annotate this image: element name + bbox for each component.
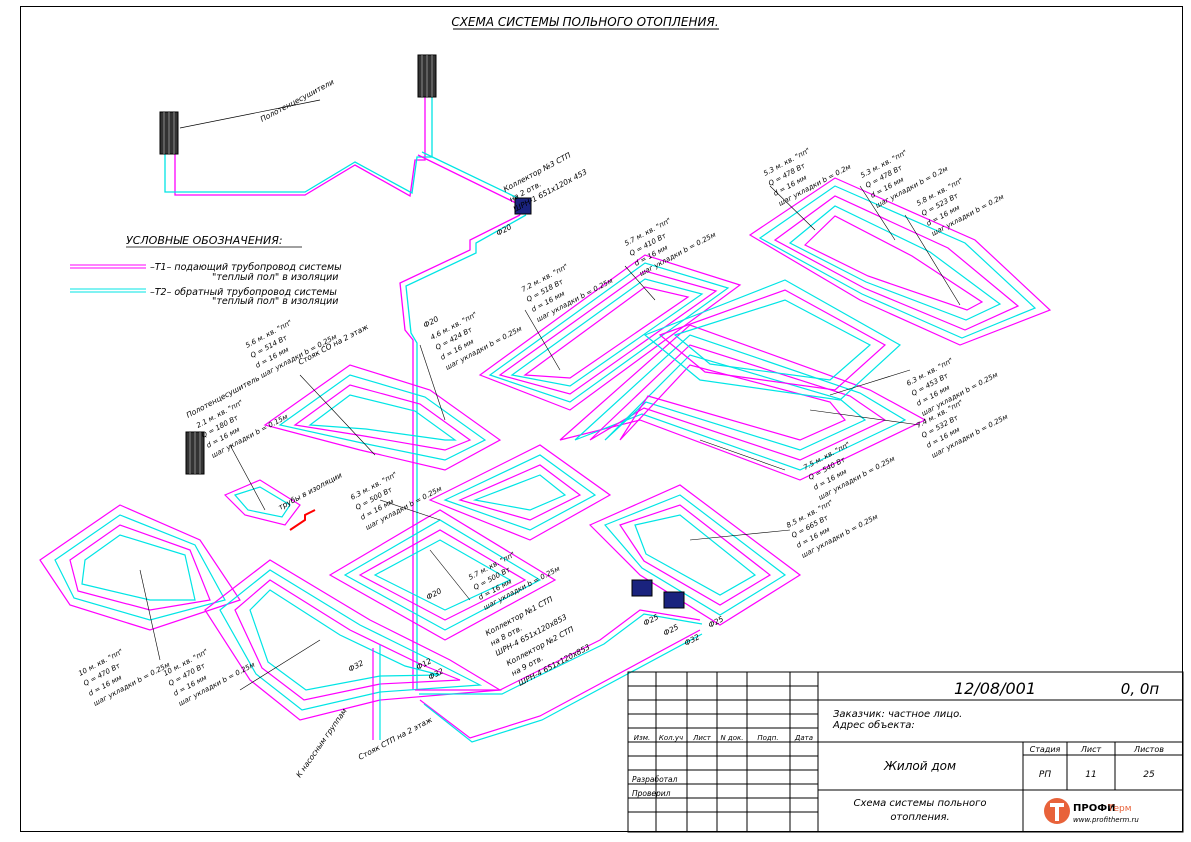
zone-z12: 7.5 м. кв. "пп" Q = 540 Вт d = 16 мм шаг…: [802, 441, 897, 502]
label-riser-bottom: Стояк СТП на 2 этаж: [357, 715, 434, 762]
diameter-d32c: Ф32: [427, 666, 446, 682]
towel-dryer-2: [417, 54, 437, 98]
col-podp: Подп.: [757, 734, 778, 742]
col-kol: Кол.уч: [659, 734, 683, 742]
description-line1: Схема системы польного: [854, 798, 987, 809]
zone-z9: 6.3 м. кв. "пп" Q = 500 Вт d = 16 мм шаг…: [349, 471, 444, 532]
sheet-value: 11: [1085, 770, 1096, 780]
towel-dryer-1: [159, 111, 179, 155]
diameter-d32b: Ф32: [347, 658, 366, 674]
stage-value: РП: [1039, 770, 1051, 780]
zone-z13: 8.5 м. кв. "пп" Q = 665 Вт d = 16 мм шаг…: [785, 499, 880, 560]
zone-z6: 4.6 м. кв. "пп" Q = 424 Вт d = 16 мм шаг…: [429, 311, 524, 372]
towel-dryer-3: [185, 431, 205, 475]
object-name: Жилой дом: [883, 759, 956, 773]
drawing-title: СХЕМА СИСТЕМЫ ПОЛЬНОГО ОТОПЛЕНИЯ.: [451, 15, 718, 29]
collector-3: [514, 197, 532, 215]
stage-header: Стадия: [1030, 745, 1061, 754]
title-block: [627, 671, 1184, 833]
doc-revision: 0, 0п: [1121, 680, 1160, 698]
col-list: Лист: [692, 734, 712, 742]
profitherm-logo: ПРОФИ Терм www.profitherm.ru: [1044, 798, 1139, 824]
legend-supply-line1: –Т1– подающий трубопровод системы: [150, 262, 342, 273]
legend-return-line2: "теплый пол" в изоляции: [212, 296, 338, 307]
diameter-d32a: Ф32: [683, 632, 702, 648]
zone-z16: 10 м. кв. "пп" Q = 470 Вт d = 16 мм шаг …: [162, 648, 257, 708]
sheet-header: Лист: [1080, 745, 1102, 754]
diameter-d20b: Ф20: [422, 314, 441, 330]
legend-return-line1: –Т2– обратный трубопровод системы: [150, 287, 337, 298]
address-text: Адрес объекта:: [832, 719, 915, 731]
customer-text: Заказчик: частное лицо.: [833, 709, 962, 720]
legend-item-return: –Т2– обратный трубопровод системы "теплы…: [70, 287, 338, 307]
legend-title: УСЛОВНЫЕ ОБОЗНАЧЕНИЯ:: [126, 234, 283, 247]
zone-z3: 5.8 м. кв. "пп" Q = 523 Вт d = 16 мм шаг…: [915, 177, 1006, 238]
doc-code: 12/08/001: [954, 679, 1036, 698]
collector-1: [631, 579, 653, 597]
label-pump-group: К насосным группам: [294, 706, 349, 779]
logo-brand: ПРОФИ: [1073, 803, 1116, 814]
col-ndok: N док.: [720, 734, 743, 742]
diameter-d25b: Ф25: [662, 622, 681, 638]
diameter-d20c: Ф20: [425, 586, 444, 602]
zone-callouts: [139, 185, 961, 691]
insulated-pipes-marker: [289, 509, 316, 531]
label-pipes-insulation: трубы в изоляции: [277, 470, 344, 511]
label-towel-dryers-top: Полотенцесушители: [259, 77, 336, 124]
diameter-d20a: Ф20: [495, 222, 514, 238]
sheets-header: Листов: [1133, 745, 1164, 754]
collector-2: [663, 591, 685, 609]
upper-floor-piping: [164, 95, 527, 690]
developed-label: Разработал: [632, 775, 678, 784]
sheets-value: 25: [1143, 770, 1155, 780]
zone-z15: 10 м. кв. "пп" Q = 470 Вт d = 16 мм шаг …: [77, 648, 172, 708]
label-riser-top: Стояк СО на 2 этаж: [297, 322, 370, 367]
logo-brand-2: Терм: [1107, 804, 1132, 814]
logo-url: www.profitherm.ru: [1073, 816, 1139, 824]
col-data: Дата: [794, 734, 813, 742]
col-izm: Изм.: [634, 734, 650, 742]
legend-item-supply: –Т1– подающий трубопровод системы "теплы…: [70, 262, 342, 283]
legend-supply-line2: "теплый пол" в изоляции: [212, 272, 338, 283]
heating-loops: [39, 177, 1052, 743]
zone-z5: 7.2 м. кв. "пп" Q = 518 Вт d = 16 мм шаг…: [520, 263, 615, 324]
diameter-d25c: Ф25: [707, 614, 726, 630]
zone-z2: 5.3 м. кв. "пп" Q = 478 Вт d = 16 мм шаг…: [859, 149, 950, 210]
description-line2: отопления.: [890, 812, 949, 823]
checked-label: Проверил: [632, 789, 671, 798]
drawing-sheet: [20, 6, 1183, 832]
